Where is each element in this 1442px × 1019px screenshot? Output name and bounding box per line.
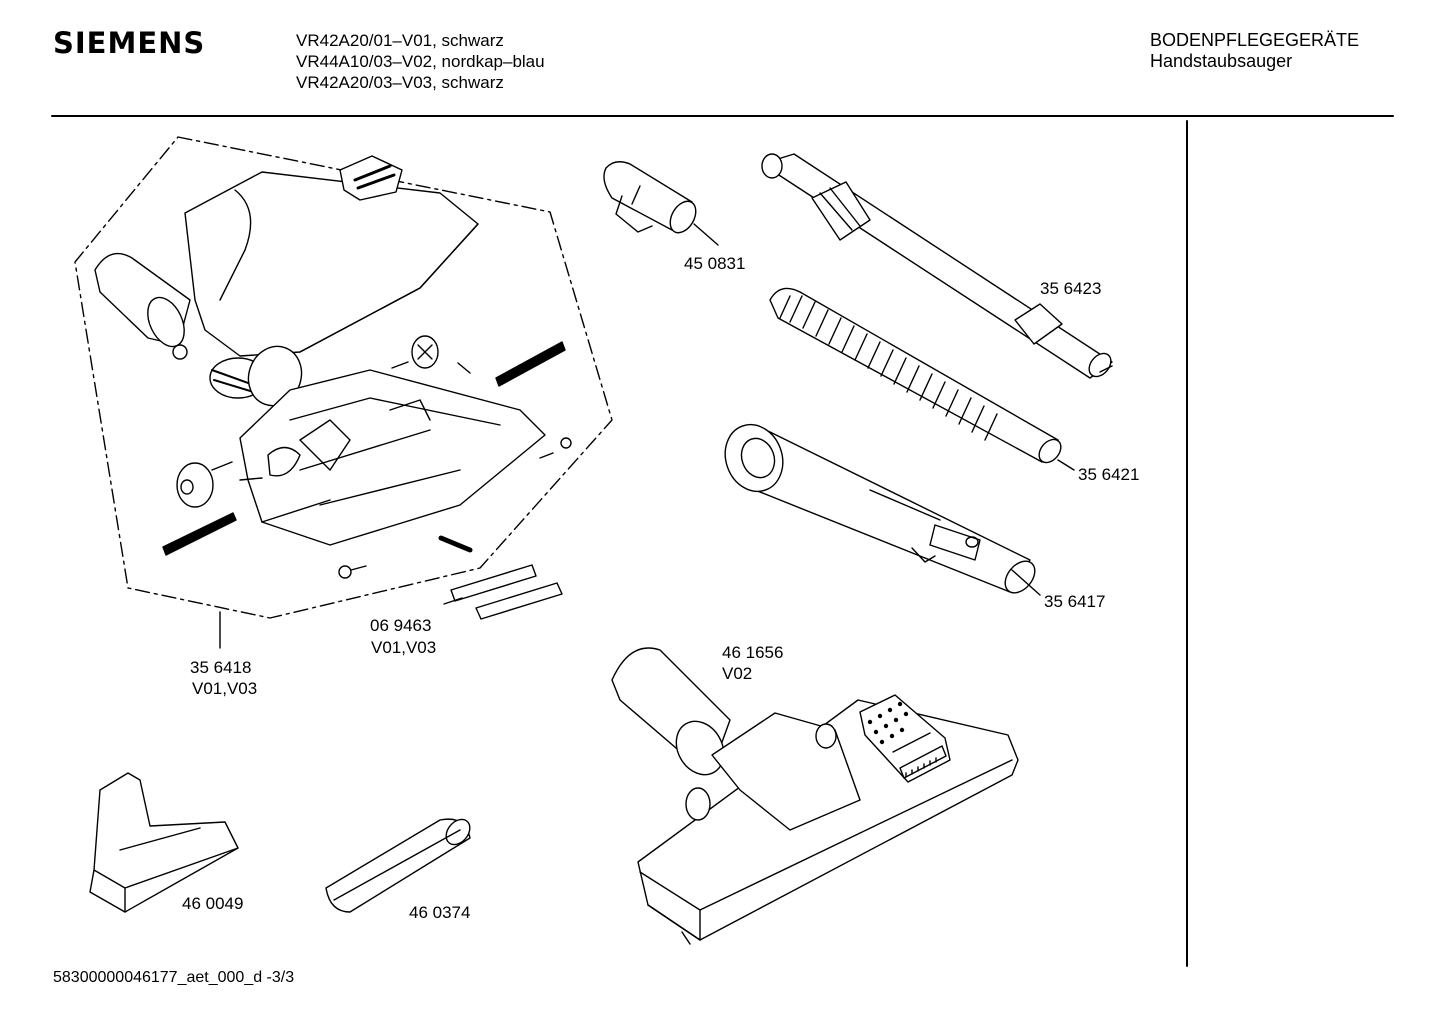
part-069463-strips bbox=[443, 564, 563, 620]
category-title: BODENPFLEGEGERÄTE bbox=[1150, 30, 1360, 50]
label-461656: 46 1656 bbox=[722, 643, 784, 662]
label-069463-variant: V01,V03 bbox=[371, 638, 437, 657]
part-356417-hose-connector bbox=[724, 423, 1041, 596]
category-block: BODENPFLEGEGERÄTE Handstaubsauger bbox=[1150, 30, 1359, 72]
part-356423-extension-tube bbox=[761, 153, 1113, 379]
label-461656-variant: V02 bbox=[722, 664, 753, 683]
part-450831-tube-clip bbox=[603, 161, 719, 246]
label-069463: 06 9463 bbox=[370, 616, 432, 635]
label-460374: 46 0374 bbox=[409, 903, 471, 922]
part-461656-floor-nozzle bbox=[611, 647, 1019, 945]
label-460049: 46 0049 bbox=[182, 894, 244, 913]
brand-logo: SIEMENS bbox=[53, 26, 206, 60]
label-356423: 35 6423 bbox=[1040, 279, 1102, 298]
part-460374-crevice-tool bbox=[325, 818, 471, 913]
label-356421: 35 6421 bbox=[1078, 465, 1140, 484]
floor-nozzle-assembly bbox=[94, 155, 572, 579]
model-line-1: VR42A20/01–V01, schwarz bbox=[296, 31, 504, 50]
label-356418-variant: V01,V03 bbox=[192, 679, 258, 698]
model-line-3: VR42A20/03–V03, schwarz bbox=[296, 73, 504, 92]
part-460049-upholstery-nozzle bbox=[89, 772, 239, 913]
part-356421-flexible-hose bbox=[769, 287, 1075, 471]
assembly-boundary bbox=[74, 136, 613, 619]
label-356417: 35 6417 bbox=[1044, 592, 1106, 611]
model-line-2: VR44A10/03–V02, nordkap–blau bbox=[296, 52, 545, 71]
label-450831: 45 0831 bbox=[684, 254, 746, 273]
model-list: VR42A20/01–V01, schwarz VR44A10/03–V02, … bbox=[296, 30, 545, 93]
category-subtitle: Handstaubsauger bbox=[1150, 51, 1293, 71]
document-id: 58300000046177_aet_000_d -3/3 bbox=[53, 969, 295, 986]
label-356418: 35 6418 bbox=[190, 658, 252, 677]
